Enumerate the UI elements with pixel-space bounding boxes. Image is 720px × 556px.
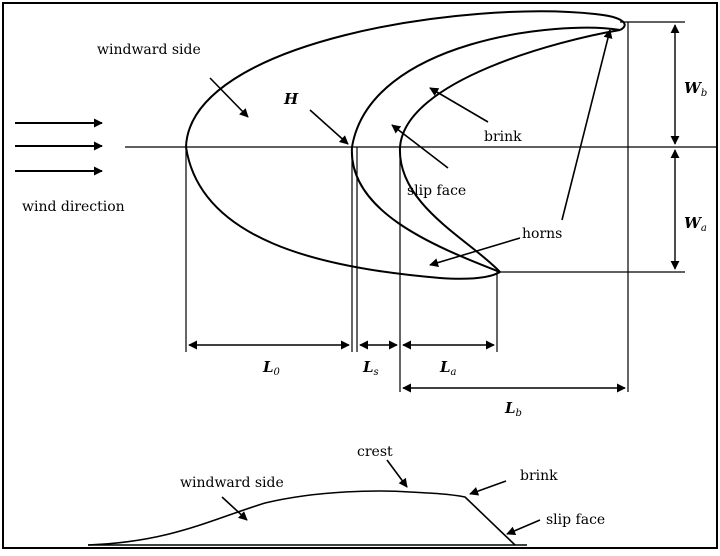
windward-side-leader [209,77,249,118]
horns-label: horns [522,226,562,242]
h-leader [309,109,349,145]
brink-label: brink [484,129,522,145]
dim-label-lb: Lb [504,399,522,419]
slip-face-label: slip face [407,183,466,199]
profile-windward-leader [221,496,248,521]
profile-slip-face-leader [506,519,541,535]
brink-curve [350,26,621,273]
dimension-arrows [188,24,680,393]
outer-dune-outline [185,10,626,280]
dim-label-ls: Ls [362,358,379,378]
wind-arrows [15,118,103,176]
horns-leader-lower [429,237,521,267]
profile-brink-label: brink [520,468,558,484]
profile-slip-face-label: slip face [546,512,605,528]
wind-direction-label: wind direction [22,199,125,215]
leader-arrows [209,29,613,267]
slip-face-toe-curve [398,29,621,273]
extension-lines [185,21,685,392]
brink-leader [429,87,489,123]
dim-label-l0: L0 [262,358,281,378]
profile-brink-leader [469,480,507,496]
profile-leader-arrows [221,459,541,535]
dim-label-wa: Wa [684,214,707,234]
horns-leader-upper [561,29,613,221]
crest-label: crest [357,444,393,460]
windward-side-label: windward side [97,42,201,58]
profile-curve [87,490,516,546]
figure-frame [2,2,718,549]
dim-label-wb: Wb [684,79,707,99]
slip-face-leader [391,124,449,169]
crest-leader [386,459,408,488]
h-label: H [283,90,299,108]
profile-windward-side-label: windward side [180,475,284,491]
dim-label-la: La [439,358,457,378]
